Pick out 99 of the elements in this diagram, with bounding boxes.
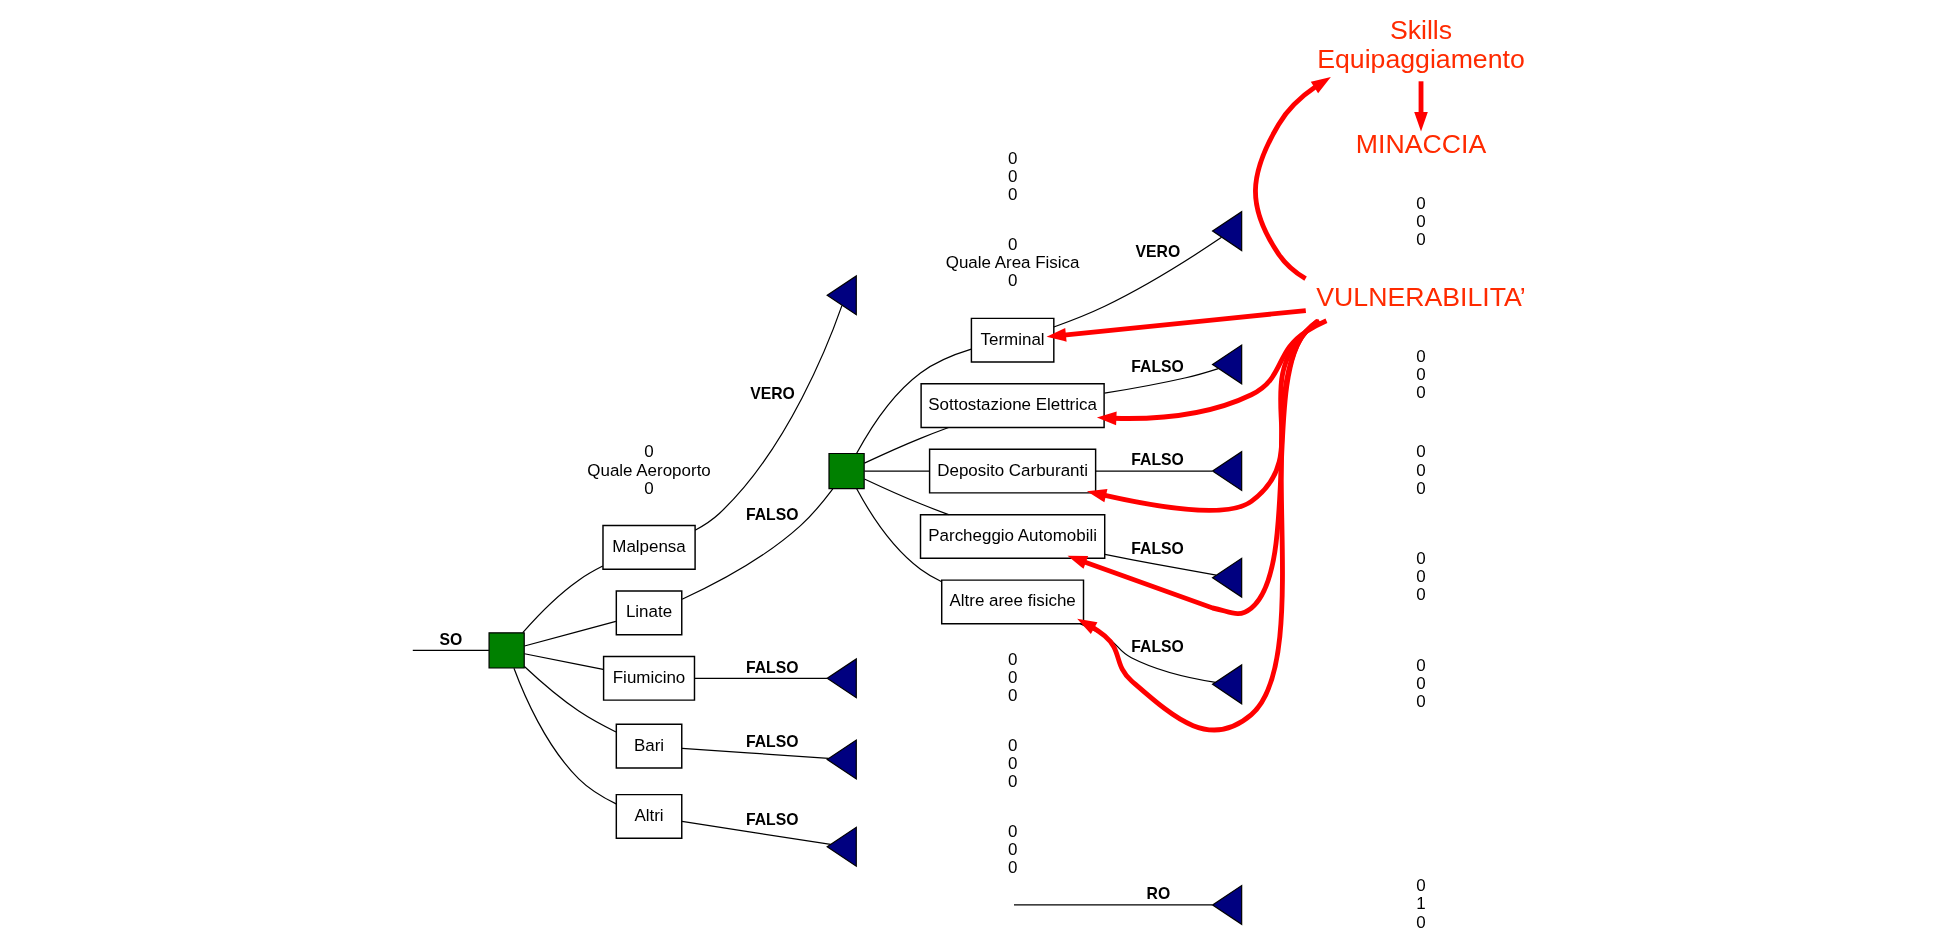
- node-box: Sottostazione Elettrica: [920, 383, 1105, 429]
- edge-label: SO: [439, 630, 463, 648]
- edge-label: FALSO: [745, 732, 799, 750]
- node-triangle: [1211, 663, 1243, 705]
- node-label: 0: [1007, 149, 1018, 169]
- edge-label: VERO: [750, 384, 795, 402]
- node-label: 0: [1416, 442, 1426, 462]
- node-label: 0: [1416, 460, 1426, 480]
- node-label: 0: [1007, 167, 1018, 187]
- node-label: 0: [1007, 649, 1018, 669]
- node-label: Quale Area Fisica: [945, 253, 1080, 273]
- node-label: 0: [1416, 585, 1426, 605]
- connector: [681, 488, 834, 600]
- connector: [523, 665, 617, 733]
- node-label: 0: [1416, 876, 1426, 896]
- connector: [523, 653, 604, 670]
- arrow: [1414, 81, 1428, 132]
- connector: [856, 488, 943, 583]
- connector: [863, 470, 931, 472]
- node-label: 0: [1416, 382, 1426, 402]
- node-triangle: [826, 826, 857, 868]
- node-box: Altri: [615, 793, 683, 839]
- arrow: [1086, 319, 1321, 513]
- connector: [1095, 470, 1213, 472]
- node-triangle: [1211, 450, 1243, 492]
- node-label: 0: [644, 442, 654, 462]
- node-label: 0: [1007, 772, 1018, 791]
- connector: [522, 565, 604, 634]
- edge-label: FALSO: [1131, 451, 1184, 469]
- node-label: 0: [1007, 685, 1018, 705]
- node-box: Fiumicino: [602, 655, 696, 701]
- edge-label: RO: [1146, 885, 1171, 903]
- node-box: [828, 452, 865, 490]
- connector: [863, 426, 950, 464]
- connector: [681, 747, 830, 759]
- node-triangle: [1211, 210, 1243, 252]
- edge-label: FALSO: [745, 811, 799, 829]
- connector: [694, 304, 843, 531]
- edge-label: VERO: [1135, 243, 1181, 261]
- node-label: 0: [1007, 667, 1018, 687]
- node-label: 0: [1007, 271, 1018, 291]
- node-label: 0: [1416, 193, 1426, 213]
- node-label: 0: [1416, 549, 1426, 569]
- edge-label: FALSO: [1131, 539, 1184, 557]
- connector: [523, 620, 617, 647]
- connector: [513, 667, 617, 805]
- node-box: Deposito Carburanti: [928, 448, 1097, 494]
- node-box: Linate: [615, 590, 683, 636]
- node-box: Malpensa: [602, 524, 696, 570]
- node-triangle: [1211, 884, 1243, 926]
- connector: [856, 348, 972, 454]
- arrow: [1046, 308, 1307, 342]
- node-label: 0: [1416, 692, 1426, 712]
- edge-label: FALSO: [1131, 358, 1184, 376]
- arrow: [1096, 318, 1328, 426]
- node-label: 1: [1416, 894, 1426, 914]
- arrow: [1067, 318, 1320, 616]
- node-label: 0: [1416, 912, 1426, 932]
- node-label: 0: [1007, 839, 1018, 859]
- node-label: 0: [1416, 673, 1426, 693]
- node-label: 0: [1007, 858, 1018, 878]
- node-triangle: [826, 657, 857, 699]
- node-box: Parcheggio Automobili: [919, 513, 1106, 560]
- connector: [1103, 367, 1219, 394]
- node-box: Altre aree fisiche: [941, 579, 1085, 625]
- node-text: MINACCIA: [1355, 129, 1487, 160]
- connector: [1013, 904, 1214, 906]
- connector: [1104, 553, 1217, 576]
- arrow: [1253, 77, 1331, 281]
- node-label: 0: [1007, 753, 1018, 773]
- node-box: Bari: [615, 723, 683, 769]
- node-triangle: [1211, 557, 1243, 599]
- node-label: 0: [1007, 185, 1018, 205]
- node-label: 0: [1416, 364, 1426, 384]
- connector: [1053, 236, 1223, 328]
- connector: [412, 649, 490, 652]
- node-label: 0: [1416, 478, 1426, 498]
- connector: [681, 820, 832, 846]
- node-label: 0: [1416, 567, 1426, 587]
- node-text: VULNERABILITA’: [1316, 281, 1526, 312]
- edge-label: FALSO: [745, 658, 799, 676]
- node-triangle: [1211, 343, 1243, 385]
- node-label: 0: [1416, 212, 1426, 232]
- node-box: Terminal: [970, 317, 1055, 363]
- node-label: Quale Aeroporto: [587, 460, 711, 480]
- edge-label: FALSO: [1131, 638, 1184, 656]
- node-label: 0: [1416, 655, 1426, 675]
- node-triangle: [826, 738, 857, 780]
- edge-label: FALSO: [745, 506, 799, 524]
- node-triangle: [826, 274, 857, 316]
- connector: [693, 677, 828, 679]
- node-box: [488, 632, 525, 669]
- node-text: Skills Equipaggiamento: [1317, 15, 1525, 75]
- node-label: 0: [1007, 735, 1018, 755]
- node-label: 0: [1007, 821, 1018, 841]
- node-label: 0: [1416, 230, 1426, 250]
- node-label: 0: [1416, 346, 1426, 366]
- node-label: 0: [644, 478, 654, 498]
- node-label: 0: [1007, 235, 1018, 255]
